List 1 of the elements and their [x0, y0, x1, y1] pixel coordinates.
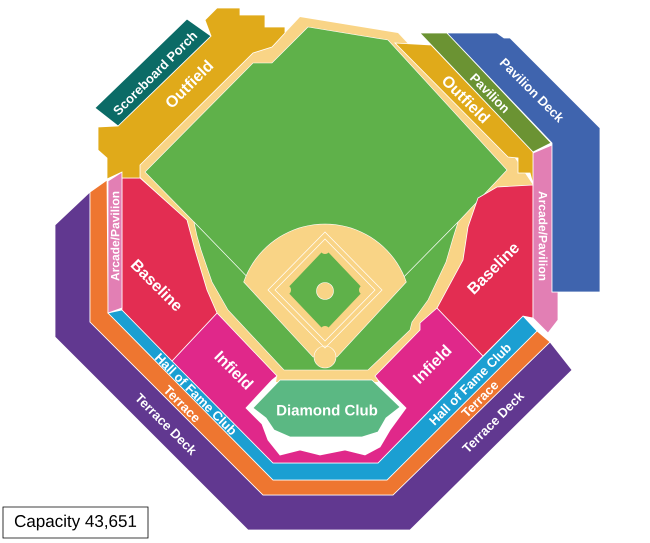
info-box: Capacity 43,651 — [2, 506, 148, 538]
